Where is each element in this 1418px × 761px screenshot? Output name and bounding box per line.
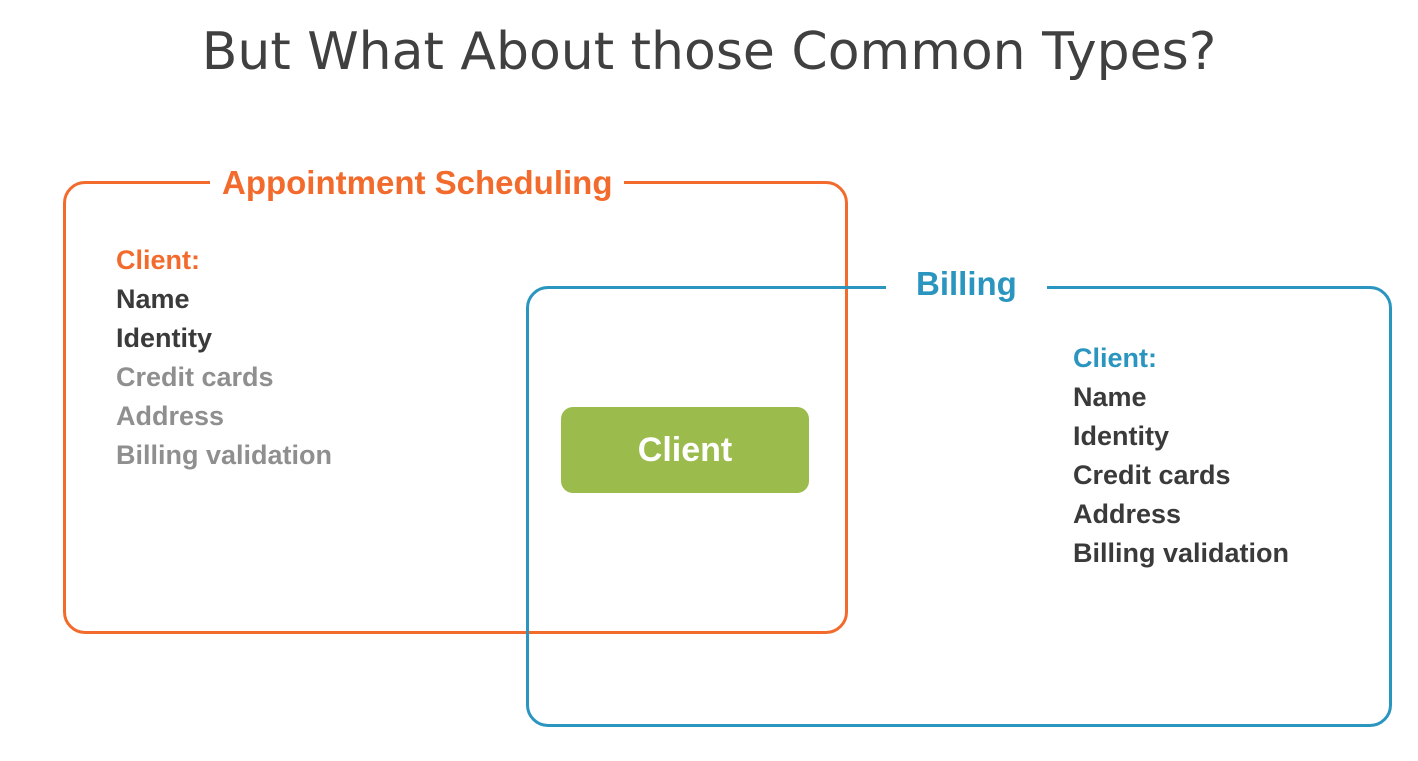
billing-field-billing-validation: Billing validation [1073,538,1290,568]
billing-field-address: Address [1073,499,1182,529]
appointment-field-identity: Identity [116,323,213,353]
billing-client-fields: Client: Name Identity Credit cards Addre… [1073,339,1289,573]
slide-title: But What About those Common Types? [201,22,1217,82]
appointment-client-fields: Client: Name Identity Credit cards Addre… [116,241,332,475]
shared-client-entity: Client [561,407,809,493]
appointment-field-credit-cards: Credit cards [116,362,274,392]
appointment-field-billing-validation: Billing validation [116,440,333,470]
billing-field-name: Name [1073,382,1147,412]
appointment-client-heading: Client: [116,245,200,275]
appointment-field-address: Address [116,401,225,431]
billing-title: Billing [886,267,1047,300]
billing-client-heading: Client: [1073,343,1157,373]
appointment-field-name: Name [116,284,190,314]
billing-field-identity: Identity [1073,421,1170,451]
appointment-scheduling-title: Appointment Scheduling [210,166,625,199]
billing-field-credit-cards: Credit cards [1073,460,1231,490]
